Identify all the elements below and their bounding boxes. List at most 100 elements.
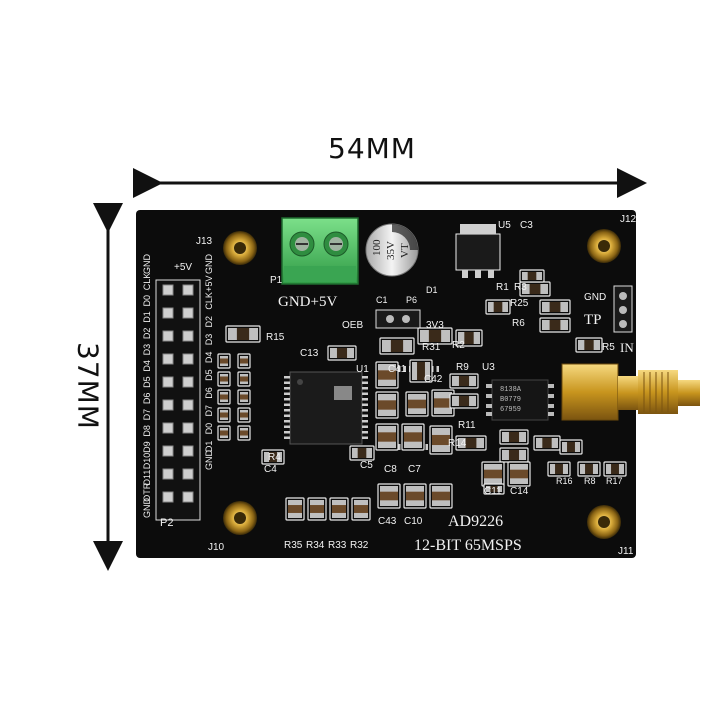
label-c42: C42 <box>424 374 443 385</box>
label-p1: P1 <box>270 275 283 286</box>
pin-label: D3 <box>204 334 214 346</box>
label-c8: C8 <box>384 464 397 475</box>
pin-label: D4 <box>204 352 214 364</box>
pin-label: D7 <box>204 405 214 417</box>
pin-label: D7 <box>142 409 152 421</box>
label-d1: D1 <box>426 285 438 295</box>
pin-label: D2 <box>204 316 214 328</box>
amp-mark-2: B0779 <box>500 396 521 404</box>
label-r1: R1 <box>496 282 509 293</box>
amp-mark-3: 67959 <box>500 406 521 414</box>
chip-spec-label: 12-BIT 65MSPS <box>414 537 522 554</box>
cap-label-vt: VT <box>399 243 411 258</box>
cap-label-100: 100 <box>371 239 383 256</box>
header-pin <box>182 422 194 434</box>
pin-label: CLK <box>204 292 214 310</box>
header-pin <box>182 445 194 457</box>
label-r15: R15 <box>266 332 285 343</box>
label-r2: R2 <box>452 340 465 351</box>
header-pin <box>162 445 174 457</box>
label-u3: U3 <box>482 362 495 373</box>
label-r32: R32 <box>350 540 369 551</box>
label-p6: P6 <box>406 295 417 305</box>
header-pin <box>162 422 174 434</box>
label-j10: J10 <box>208 542 225 553</box>
header-pin <box>162 376 174 388</box>
pin-label: D4 <box>142 360 152 372</box>
label-c41: C41 <box>388 364 407 375</box>
sma-connector <box>561 363 700 421</box>
pin-label: GND <box>142 254 152 275</box>
label-r33: R33 <box>328 540 347 551</box>
label-r8: R8 <box>584 476 596 486</box>
label-r6: R6 <box>512 318 525 329</box>
label-r25: R25 <box>510 298 529 309</box>
label-r14: R14 <box>448 438 467 449</box>
label-c43: C43 <box>378 516 397 527</box>
v33-label: 3V3 <box>426 320 444 331</box>
label-r3: R3 <box>514 282 527 293</box>
label-r11: R11 <box>458 420 476 431</box>
label-j12: J12 <box>620 214 637 225</box>
header-pin <box>182 399 194 411</box>
pin-label: GND <box>204 450 214 471</box>
header-pin <box>182 353 194 365</box>
smd-components <box>217 269 627 521</box>
pin-label: D0 <box>204 423 214 435</box>
header-pin <box>182 307 194 319</box>
pin-label: D10 <box>142 453 152 470</box>
pin-label: CLK <box>142 273 152 291</box>
pin-label: D1 <box>204 441 214 453</box>
header-pin <box>162 284 174 296</box>
pin-header-p2 <box>155 279 201 521</box>
pin-label: D5 <box>142 376 152 388</box>
label-c5: C5 <box>360 460 373 471</box>
label-r35: R35 <box>284 540 303 551</box>
pin-label: OTR <box>142 482 152 501</box>
header-pin <box>162 468 174 480</box>
tp-label: TP <box>584 312 602 328</box>
label-c10: C10 <box>404 516 423 527</box>
label-c13: C13 <box>300 348 319 359</box>
label-r17: R17 <box>606 476 623 486</box>
label-r5: R5 <box>602 342 615 353</box>
mount-hole-j12 <box>587 229 621 263</box>
header-pin <box>162 307 174 319</box>
adc-chip-u1 <box>284 366 439 450</box>
header-pin <box>182 284 194 296</box>
power-label: GND+5V <box>278 294 337 310</box>
label-u5: U5 <box>498 220 511 231</box>
label-r34: R34 <box>306 540 325 551</box>
header-pin <box>162 330 174 342</box>
header-top-label: +5V <box>174 262 192 273</box>
label-c11: C11 <box>484 486 502 497</box>
label-j13: J13 <box>196 236 213 247</box>
header-pin <box>182 330 194 342</box>
mount-hole-j11 <box>587 505 621 539</box>
pin-label: GND <box>142 498 152 519</box>
pin-label: D8 <box>142 425 152 437</box>
oeb-label: OEB <box>342 320 363 331</box>
amplifier-u3 <box>486 379 554 421</box>
pin-label: D9 <box>142 441 152 453</box>
mount-hole-j10 <box>223 501 257 535</box>
chip-name-label: AD9226 <box>448 513 503 530</box>
header-pin <box>182 491 194 503</box>
pin-label: D6 <box>142 393 152 405</box>
electrolytic-capacitor <box>365 223 419 277</box>
label-r16: R16 <box>556 476 573 486</box>
pin-label: D3 <box>142 344 152 356</box>
test-point-header <box>613 285 633 333</box>
pin-label: D5 <box>204 369 214 381</box>
label-p2: P2 <box>160 517 173 529</box>
pin-label: D1 <box>142 311 152 323</box>
header-pin <box>182 468 194 480</box>
label-j11: J11 <box>618 546 634 557</box>
gnd-label: GND <box>584 292 606 303</box>
pin-label: +5V <box>204 276 214 292</box>
label-r9: R9 <box>456 362 469 373</box>
pin-label: D0 <box>142 295 152 307</box>
